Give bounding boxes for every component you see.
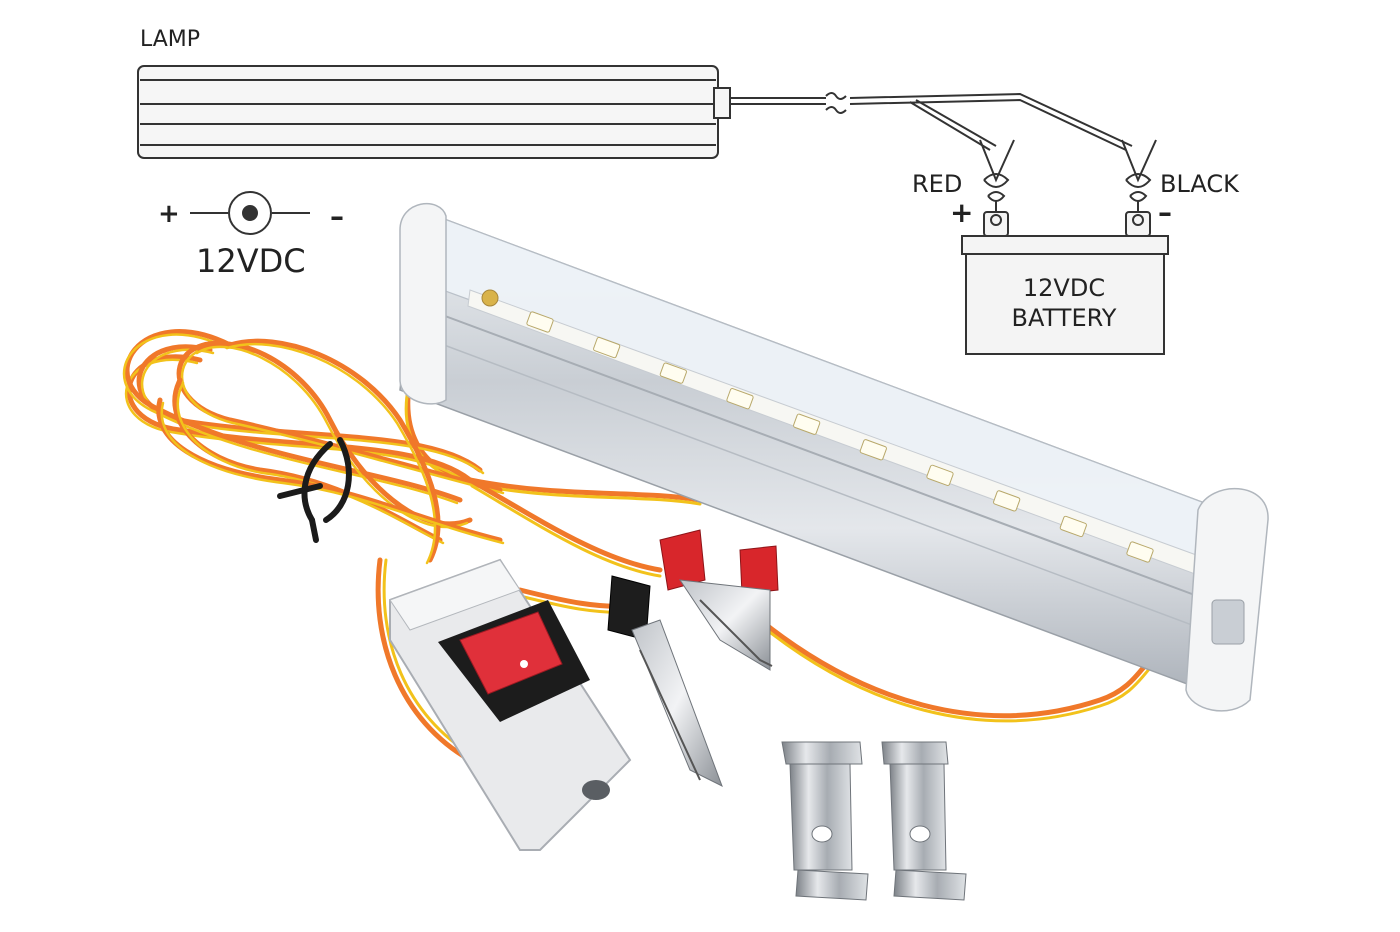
lamp-drawing <box>137 65 731 159</box>
battery-voltage-label: 12VDC <box>1023 274 1105 302</box>
black-alligator-clip <box>607 575 723 788</box>
mounting-bracket-right <box>881 741 967 901</box>
mounting-bracket-left <box>781 741 869 901</box>
cable-tie <box>277 437 352 543</box>
battery-plus-sign: + <box>950 196 973 229</box>
battery-name-label: BATTERY <box>1012 304 1117 332</box>
connector-minus: – <box>330 200 344 233</box>
connector-plus: + <box>158 199 180 229</box>
lamp-label: LAMP <box>140 27 200 52</box>
black-clip-drawing <box>1121 139 1157 212</box>
red-clip-drawing <box>979 139 1015 212</box>
red-alligator-clip <box>659 529 779 671</box>
led-chip <box>793 413 821 435</box>
led-chip <box>526 311 554 333</box>
led-chip <box>726 388 754 410</box>
led-chip <box>859 439 887 461</box>
dc-jack-symbol <box>190 191 310 235</box>
led-chip <box>1059 515 1087 538</box>
inline-switch <box>389 558 632 851</box>
battery-minus-sign: – <box>1158 196 1172 229</box>
red-wire-label: RED <box>912 170 962 198</box>
battery-drawing <box>961 235 1169 355</box>
wire-loop <box>227 338 441 563</box>
led-tube <box>399 202 1269 712</box>
led-chip <box>1126 541 1154 563</box>
wire-loop <box>195 345 469 529</box>
led-chip <box>659 362 687 384</box>
led-chip <box>993 490 1021 512</box>
wire-loop <box>172 377 443 543</box>
wire-coil <box>122 329 505 565</box>
wiring-diagram <box>137 65 1169 355</box>
led-chip <box>926 464 954 486</box>
wire-loop <box>160 401 505 545</box>
led-chips <box>526 311 1154 563</box>
led-chip <box>593 336 621 359</box>
black-wire-label: BLACK <box>1160 170 1240 198</box>
connector-voltage: 12VDC <box>196 242 306 280</box>
wire-loop <box>176 381 445 545</box>
